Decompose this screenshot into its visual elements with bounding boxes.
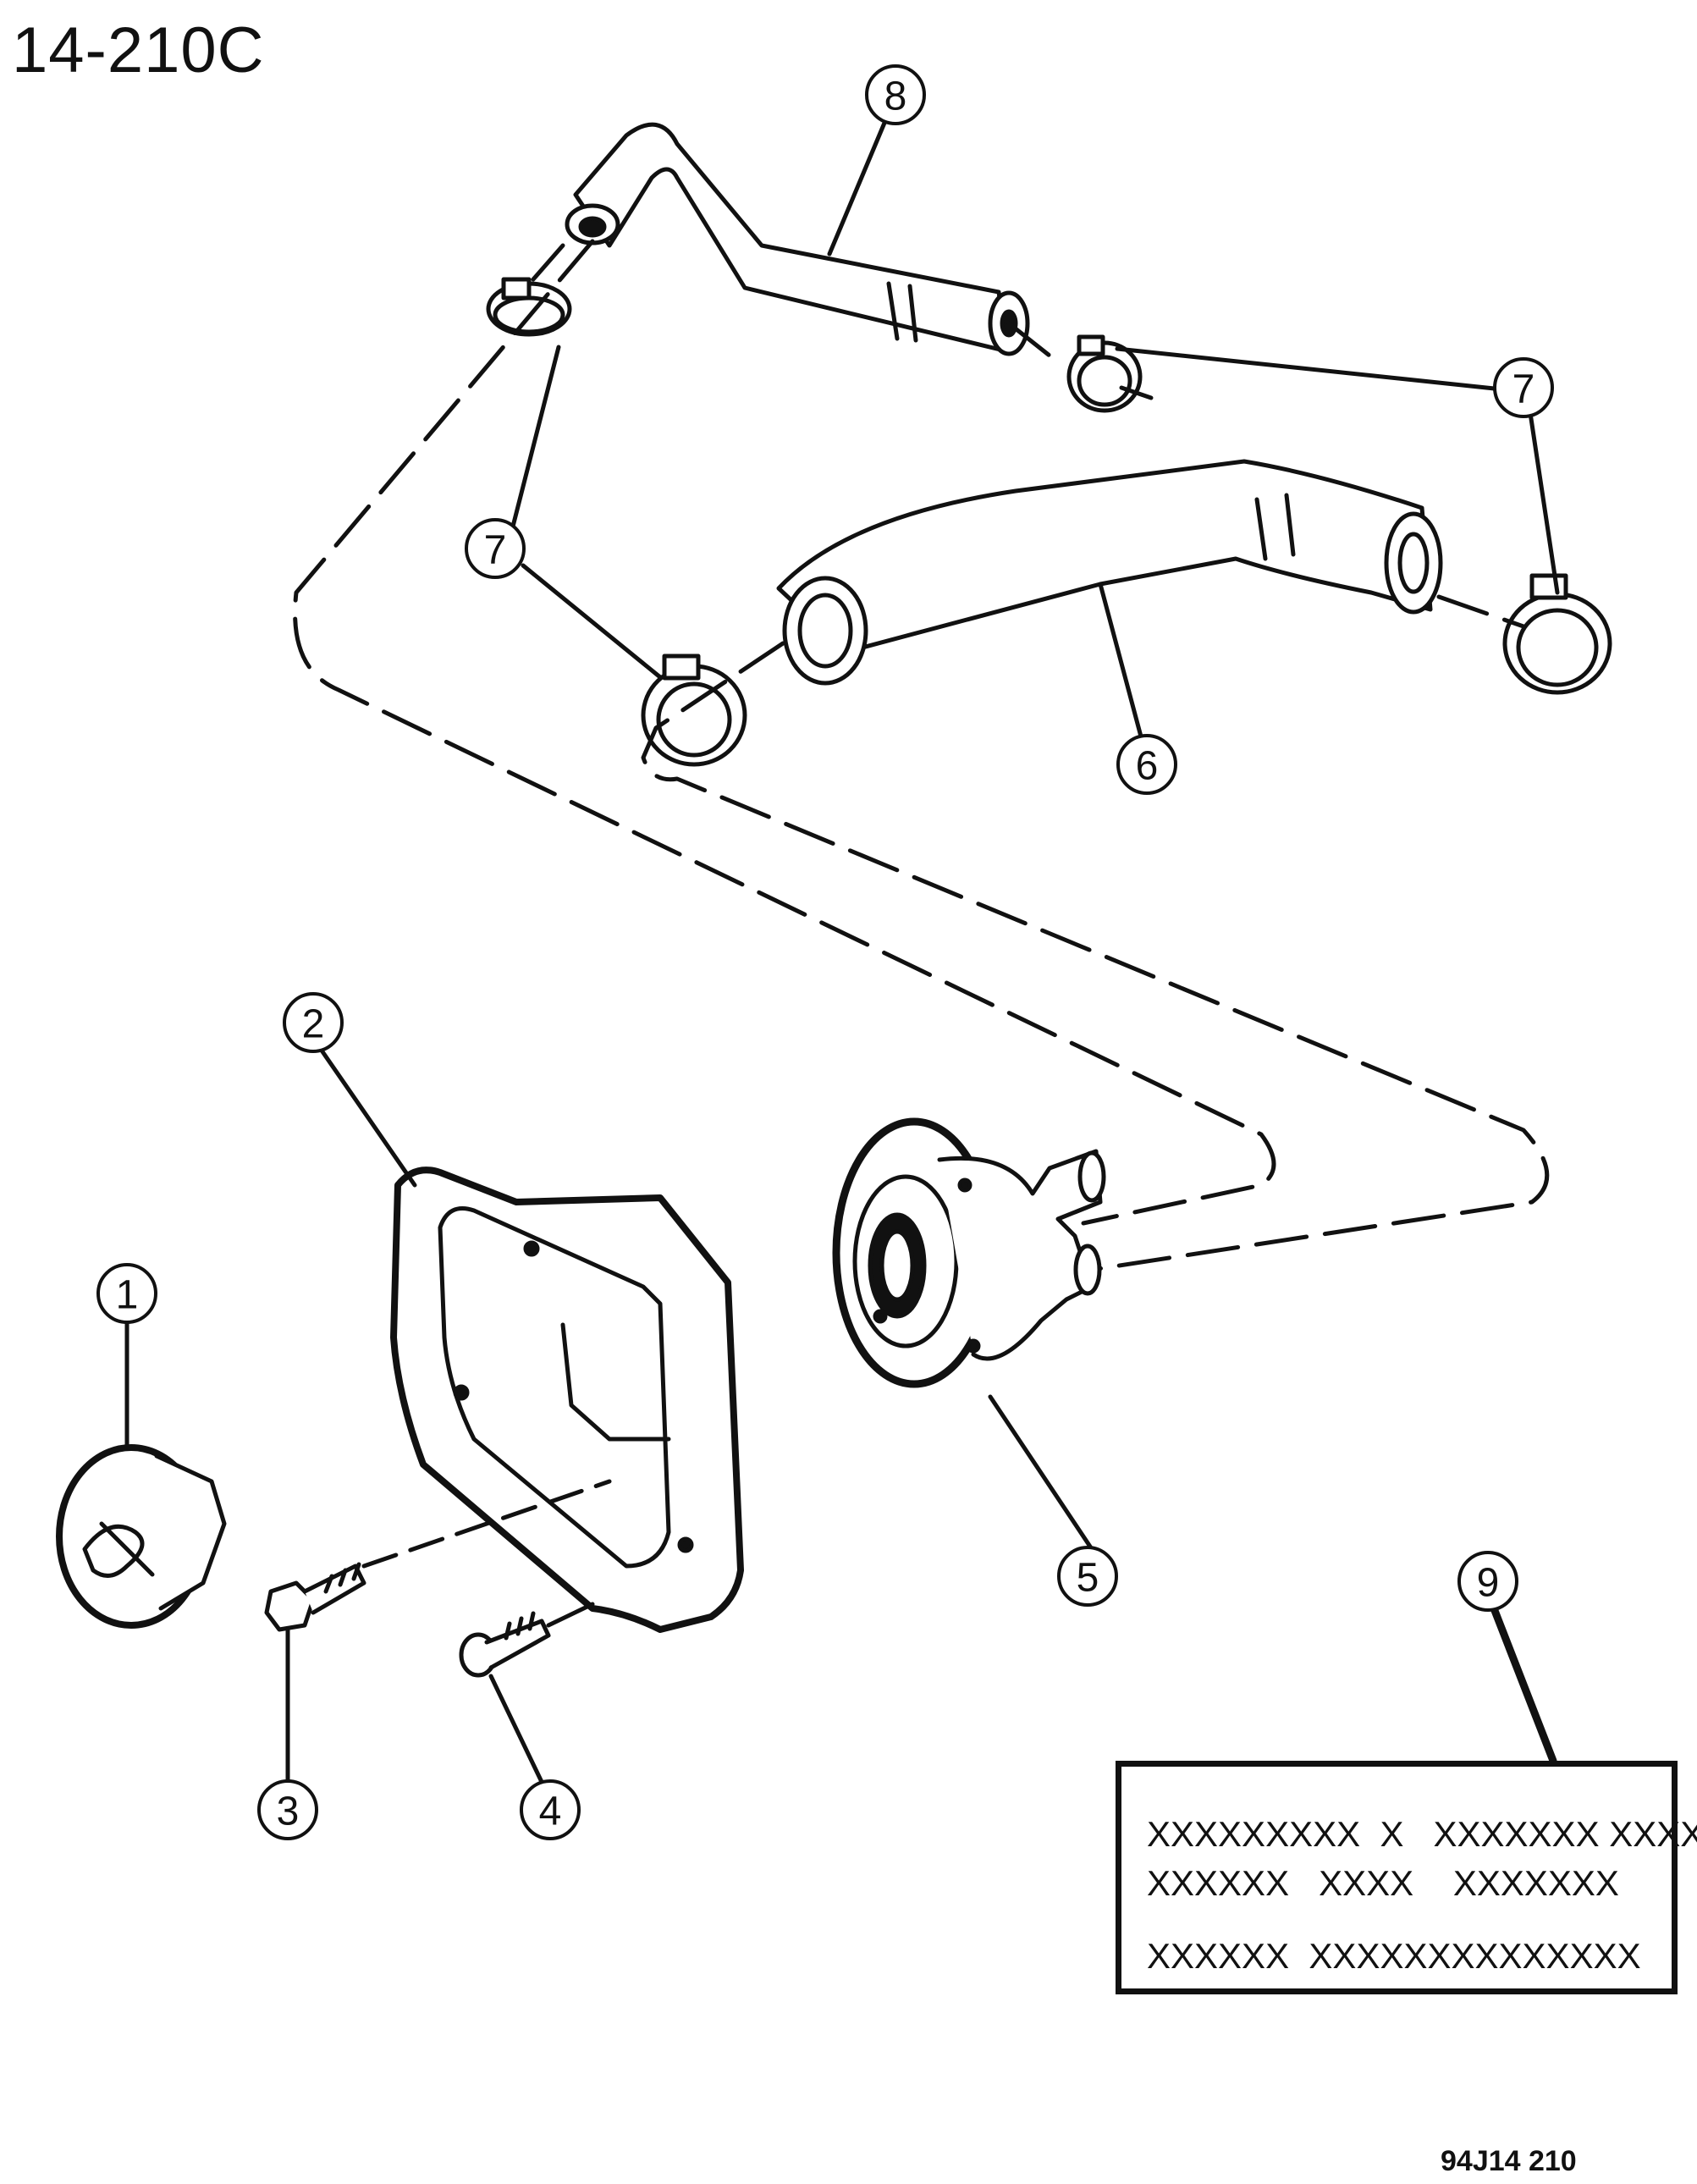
label-line-3: XXXXXX XXXXXXXXXXXXXX	[1147, 1936, 1641, 1976]
label-line-1: XXXXXXXXX X XXXXXXX XXXX	[1147, 1814, 1697, 1854]
callout-8: 8	[884, 74, 907, 119]
callout-6: 6	[1136, 744, 1159, 789]
bolt-line	[361, 1479, 612, 1569]
callout-circle-7-right	[1493, 357, 1554, 418]
callout-5: 5	[1077, 1556, 1099, 1601]
callout-3: 3	[277, 1790, 300, 1834]
callout-7-right: 7	[1512, 367, 1535, 412]
callout-2: 2	[302, 1002, 325, 1047]
callout-circle-5	[1057, 1546, 1118, 1607]
callout-4: 4	[539, 1790, 562, 1834]
screw	[459, 1602, 595, 1678]
filler-housing-bezel	[390, 1166, 744, 1633]
leader-lines	[124, 114, 1560, 1784]
hose-clamp-top-left	[486, 277, 572, 337]
label-placard: XXXXXXXXX X XXXXXXX XXXX XXXXXX XXXX XXX…	[1116, 1761, 1697, 1994]
callout-circle-3	[257, 1779, 318, 1840]
callout-circle-6	[1116, 734, 1177, 795]
hose-clamp-top-right	[1066, 334, 1143, 413]
filler-neck-housing	[832, 1117, 1106, 1388]
assembly-lines	[293, 239, 1550, 1272]
callout-circle-2	[283, 992, 344, 1053]
bolt	[264, 1562, 366, 1632]
hose-6-lower	[776, 459, 1443, 686]
callout-1: 1	[116, 1273, 139, 1318]
footer-code: 94J14 210	[1441, 2145, 1577, 2177]
callout-7-left: 7	[484, 528, 507, 573]
callout-circle-1	[96, 1263, 157, 1324]
hose-clamp-middle-right	[1502, 573, 1612, 695]
fuel-cap	[56, 1444, 227, 1629]
callout-circle-9	[1457, 1551, 1518, 1612]
label-line-2: XXXXXX XXXX XXXXXXX	[1147, 1863, 1619, 1903]
callout-circle-8	[865, 64, 926, 125]
callout-9: 9	[1477, 1561, 1500, 1606]
hose-8-upper	[565, 122, 1030, 356]
callout-circle-7-left	[465, 518, 526, 579]
hose-clamp-middle-left	[641, 654, 747, 767]
figure-code: 14-210C	[12, 14, 265, 86]
callout-circle-4	[520, 1779, 581, 1840]
